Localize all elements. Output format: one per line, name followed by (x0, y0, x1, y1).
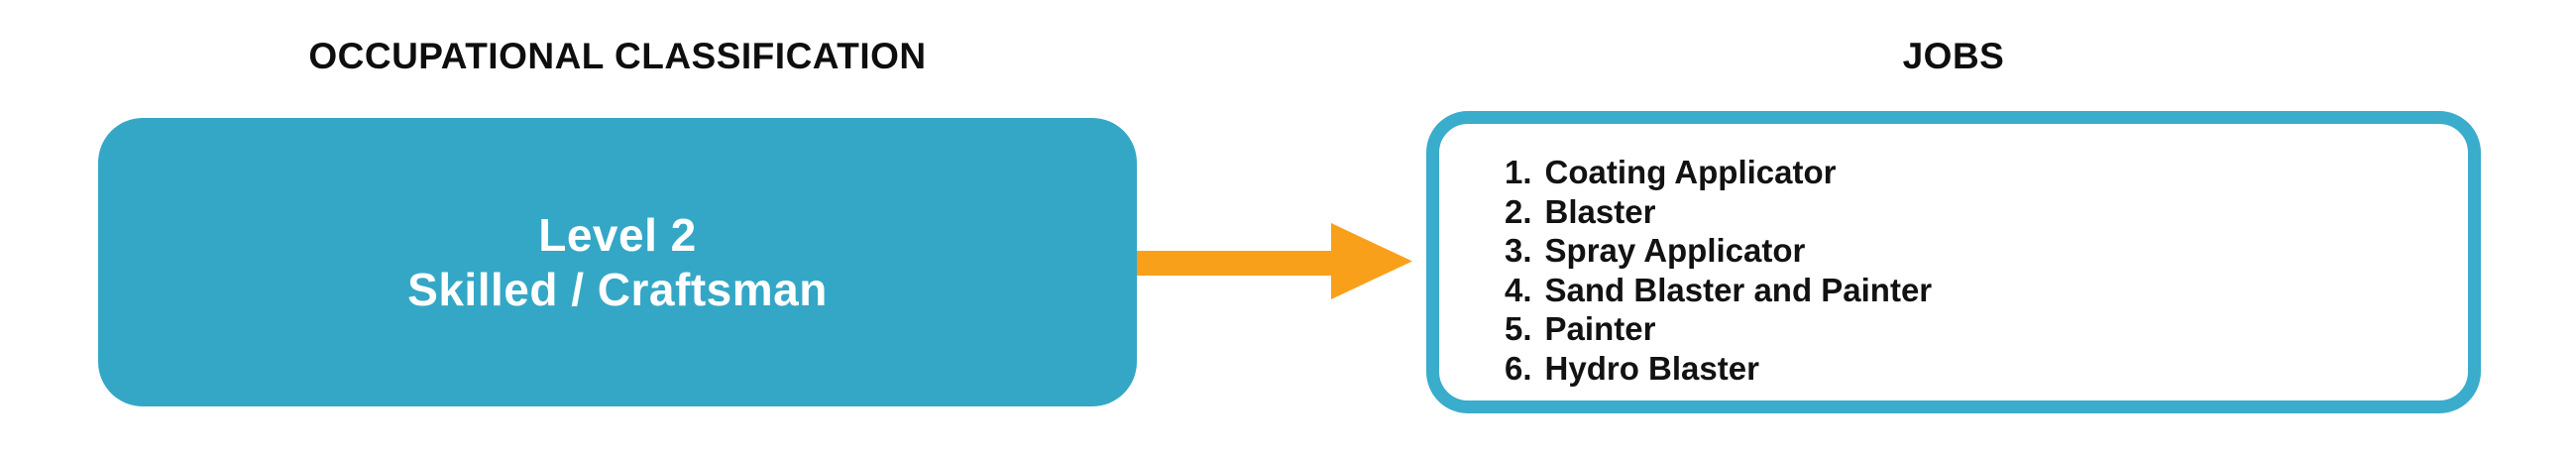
job-label: Sand Blaster and Painter (1544, 271, 1933, 308)
job-item: 2. Blaster (1505, 192, 2448, 232)
jobs-list: 1. Coating Applicator 2. Blaster 3. Spra… (1439, 124, 2468, 388)
occupational-classification-header: OCCUPATIONAL CLASSIFICATION (308, 36, 927, 76)
job-number: 5. (1505, 310, 1532, 347)
right-arrow-icon (1137, 223, 1412, 299)
jobs-header: JOBS (1902, 36, 2005, 76)
jobs-box: 1. Coating Applicator 2. Blaster 3. Spra… (1426, 111, 2481, 413)
classification-level-line: Level 2 (538, 208, 697, 261)
job-label: Painter (1544, 310, 1656, 347)
classification-box: Level 2 Skilled / Craftsman (98, 118, 1137, 406)
job-item: 5. Painter (1505, 309, 2448, 349)
job-item: 1. Coating Applicator (1505, 153, 2448, 192)
job-number: 6. (1505, 349, 1532, 387)
job-item: 4. Sand Blaster and Painter (1505, 271, 2448, 310)
job-item: 6. Hydro Blaster (1505, 349, 2448, 389)
classification-title-line: Skilled / Craftsman (407, 263, 828, 315)
job-label: Spray Applicator (1544, 232, 1806, 269)
job-number: 2. (1505, 192, 1532, 230)
job-label: Blaster (1544, 192, 1656, 230)
right-arrow-shape (1137, 223, 1412, 299)
job-label: Coating Applicator (1544, 154, 1837, 190)
job-label: Hydro Blaster (1544, 349, 1759, 387)
job-number: 3. (1505, 232, 1532, 269)
job-number: 1. (1505, 154, 1532, 190)
job-number: 4. (1505, 271, 1532, 308)
job-item: 3. Spray Applicator (1505, 231, 2448, 271)
